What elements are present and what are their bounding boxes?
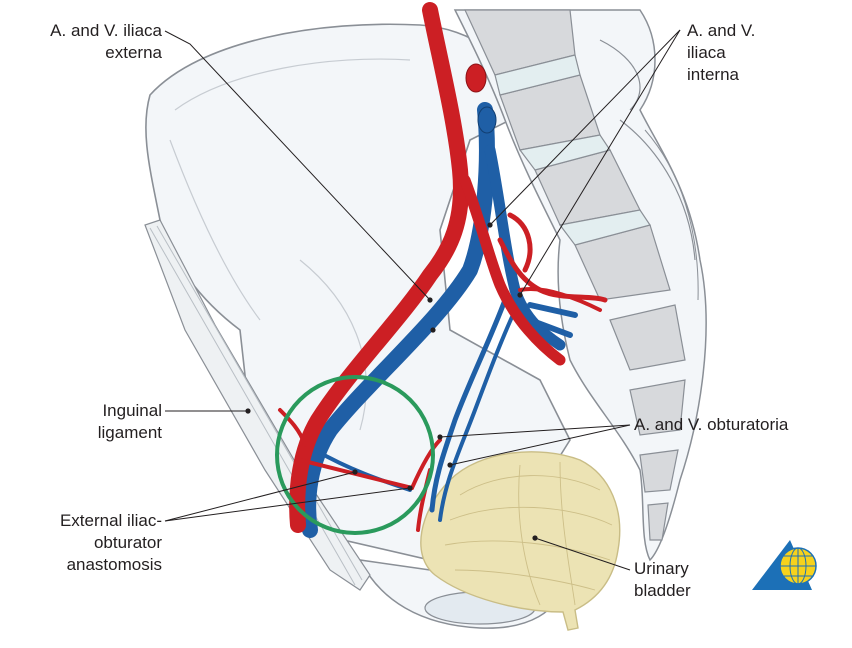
label-urinary-bladder: Urinary bladder xyxy=(634,558,691,602)
label-anastomosis: External iliac- obturator anastomosis xyxy=(60,510,162,576)
label-obturatoria: A. and V. obturatoria xyxy=(634,414,788,436)
label-inguinal-ligament: Inguinal ligament xyxy=(98,400,162,444)
label-iliaca-externa: A. and V. iliaca externa xyxy=(50,20,162,64)
label-iliaca-interna: A. and V. iliaca interna xyxy=(687,20,755,86)
globe-triangle-logo xyxy=(752,540,816,590)
